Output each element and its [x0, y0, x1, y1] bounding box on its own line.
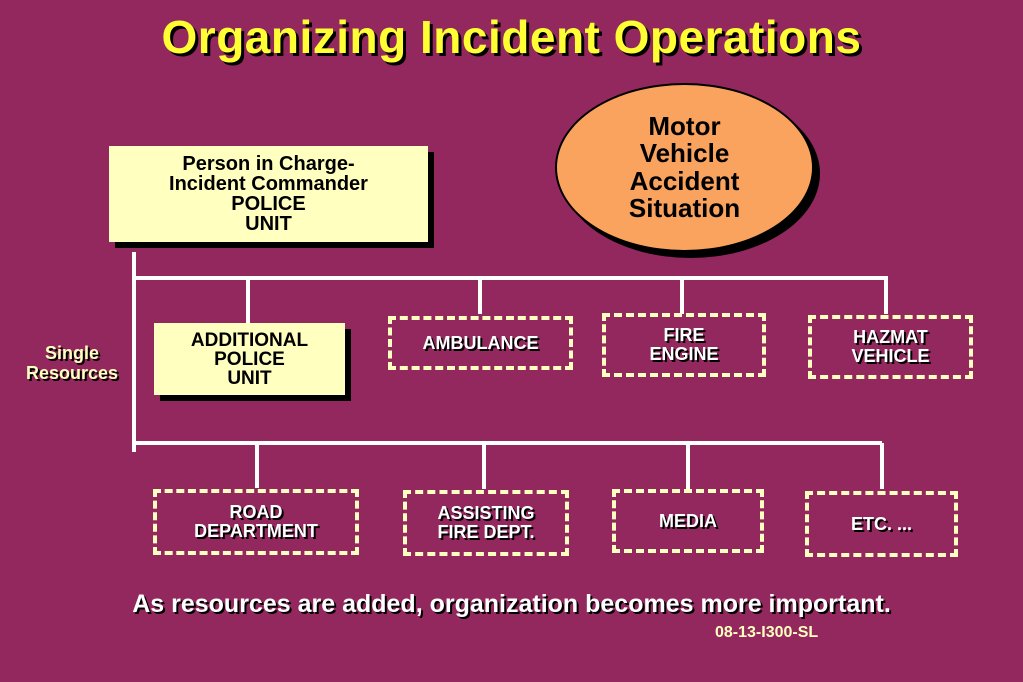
- ambulance-box: AMBULANCE: [388, 316, 573, 370]
- connector-drop: [255, 443, 259, 488]
- connector-drop: [482, 443, 486, 489]
- connector-drop: [478, 278, 482, 314]
- assisting-fire-dept-box: ASSISTING FIRE DEPT.: [403, 490, 569, 556]
- slide-code: 08-13-I300-SL: [715, 624, 819, 641]
- media-box: MEDIA: [612, 489, 764, 553]
- fire-engine-box: FIRE ENGINE: [602, 313, 766, 377]
- scenario-ellipse: Motor Vehicle Accident Situation: [555, 83, 814, 252]
- caption: As resources are added, organization bec…: [132, 590, 891, 618]
- connector-drop: [246, 278, 250, 324]
- connector-drop: [686, 443, 690, 489]
- connector-drop: [884, 278, 888, 314]
- connector-drop: [880, 443, 884, 489]
- road-department-box: ROAD DEPARTMENT: [153, 489, 359, 555]
- incident-commander-box: Person in Charge- Incident Commander POL…: [109, 146, 428, 242]
- connector-bottom-horizontal: [132, 441, 882, 445]
- connector-vertical-trunk: [132, 252, 136, 452]
- single-resources-label: Single Resources: [25, 343, 119, 383]
- connector-top-horizontal: [132, 276, 888, 280]
- slide-title: Organizing Incident Operations: [161, 11, 862, 63]
- additional-police-unit-box: ADDITIONAL POLICE UNIT: [154, 323, 345, 395]
- connector-drop: [680, 278, 684, 314]
- etc-box: ETC. ...: [805, 491, 958, 557]
- hazmat-vehicle-box: HAZMAT VEHICLE: [808, 315, 973, 379]
